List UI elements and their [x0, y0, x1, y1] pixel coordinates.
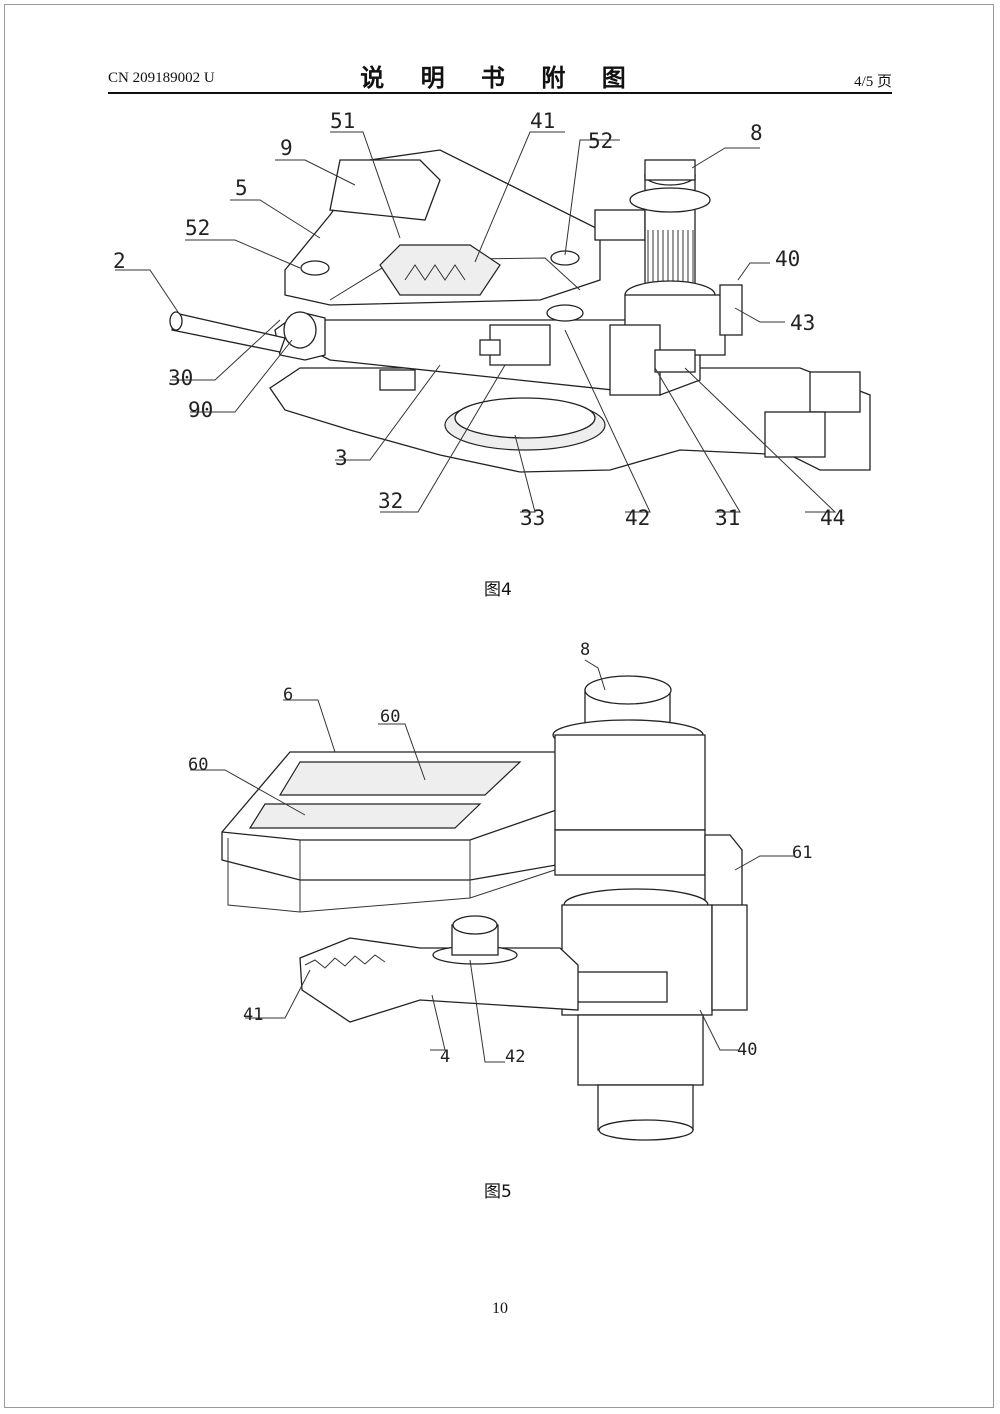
- page-border: [4, 4, 994, 1408]
- page-number: 10: [492, 1300, 508, 1317]
- fig4-label-52b: 52: [185, 216, 210, 240]
- figure-4-leaders: [115, 131, 837, 513]
- figure-5-drawing: 8 6 60 60 61 41 4 42 40: [188, 640, 812, 1141]
- fig4-label-41: 41: [530, 109, 555, 133]
- page-fraction: 4/5 页: [854, 74, 892, 90]
- fig5-label-4: 4: [440, 1047, 450, 1067]
- figure-5-leaders: [190, 659, 795, 1063]
- figure-5-caption: 图5: [484, 1182, 512, 1202]
- fig4-label-42: 42: [625, 506, 650, 530]
- fig4-label-43: 43: [790, 311, 815, 335]
- fig4-label-33: 33: [520, 506, 545, 530]
- page-header: CN 209189002 U 说 明 书 附 图 4/5 页: [108, 56, 892, 96]
- fig4-label-9: 9: [280, 136, 293, 160]
- fig5-label-42: 42: [505, 1047, 525, 1067]
- fig5-label-60a: 60: [380, 707, 400, 727]
- header-rule: [108, 92, 892, 94]
- fig4-label-90: 90: [188, 398, 213, 422]
- document-title: 说 明 书 附 图: [360, 64, 640, 92]
- fig4-label-32: 32: [378, 489, 403, 513]
- fig4-label-5: 5: [235, 176, 248, 200]
- fig4-label-51: 51: [330, 109, 355, 133]
- fig5-label-6: 6: [283, 685, 293, 705]
- figure-4-drawing: 51 41 52 8 9 5 52 2 40 43 30 90 3 32 33 …: [113, 109, 871, 530]
- fig4-label-3: 3: [335, 446, 348, 470]
- publication-number: CN 209189002 U: [108, 70, 215, 86]
- fig4-label-30: 30: [168, 366, 193, 390]
- fig5-label-41: 41: [243, 1005, 263, 1025]
- fig5-label-61: 61: [792, 843, 812, 863]
- fig4-label-52a: 52: [588, 129, 613, 153]
- fig5-label-8: 8: [580, 640, 590, 660]
- fig5-label-60b: 60: [188, 755, 208, 775]
- figure-4-caption: 图4: [484, 580, 512, 600]
- knurl-pattern: [647, 230, 694, 285]
- fig4-label-44: 44: [820, 506, 845, 530]
- fig5-label-40: 40: [737, 1040, 757, 1060]
- fig4-label-8: 8: [750, 121, 763, 145]
- fig4-label-2: 2: [113, 249, 126, 273]
- fig4-label-40: 40: [775, 247, 800, 271]
- fig4-label-31: 31: [715, 506, 740, 530]
